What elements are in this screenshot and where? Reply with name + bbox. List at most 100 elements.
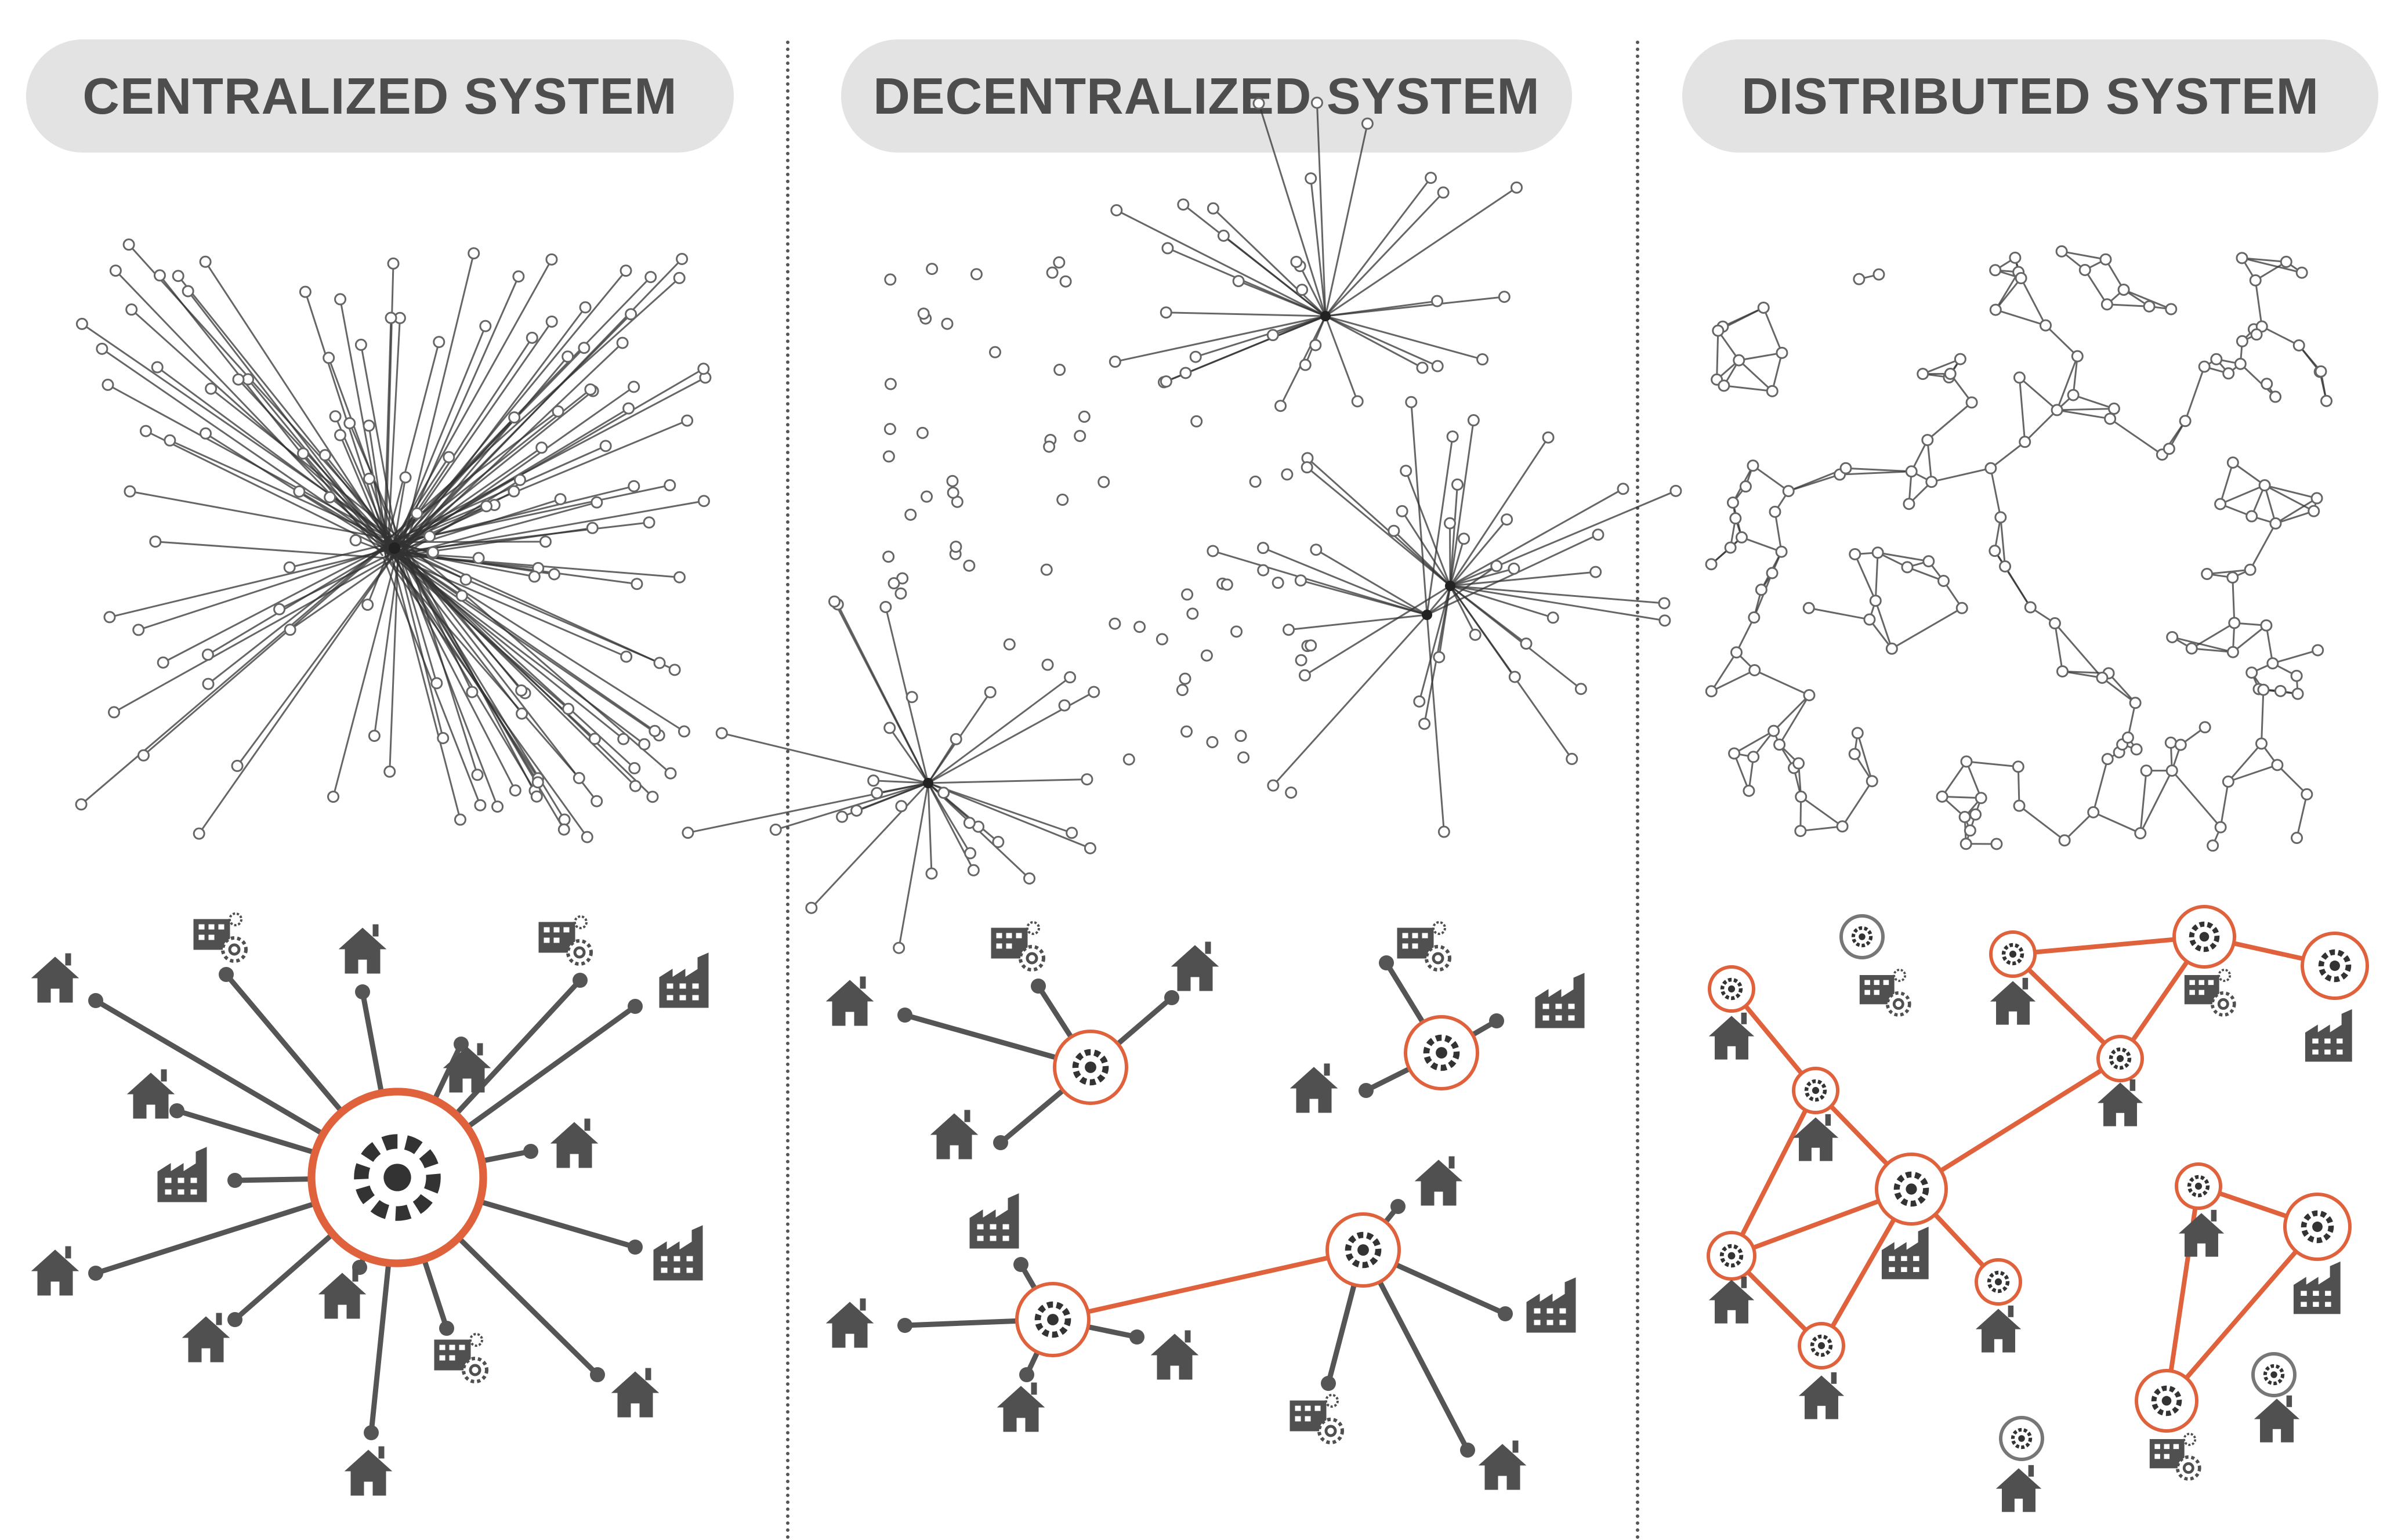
network-link (394, 556, 627, 658)
network-link (1325, 296, 1505, 317)
network-link (889, 727, 929, 784)
network-node (1954, 353, 1966, 365)
network-node (554, 493, 567, 506)
network-link (2276, 764, 2308, 795)
network-link (2261, 690, 2265, 744)
network-node (1220, 578, 1233, 591)
network-node (1267, 779, 1280, 792)
network-node (545, 253, 558, 266)
network-node (2100, 298, 2113, 311)
network-link (1324, 316, 1359, 402)
network-node (164, 434, 176, 447)
network-node (1305, 639, 1317, 652)
network-link (389, 542, 523, 715)
network-node (2198, 360, 2211, 373)
network-node (1207, 202, 1219, 215)
network-link (1741, 537, 1782, 553)
network-node (2320, 394, 2333, 407)
network-node (697, 363, 710, 375)
network-node (2260, 619, 2273, 632)
network-node (1310, 543, 1323, 556)
network-link (1942, 795, 1982, 799)
network-node (628, 480, 640, 492)
network-link (157, 366, 394, 542)
network-link (384, 277, 680, 543)
link-end (1321, 1376, 1336, 1391)
network-node (653, 657, 666, 669)
network-link (2184, 366, 2205, 422)
hub-core (1085, 1061, 1096, 1073)
hub-core (2009, 950, 2017, 958)
network-node (515, 684, 528, 697)
network-node (2012, 760, 2024, 773)
network-node (1960, 755, 1973, 768)
link-end (993, 1135, 1008, 1150)
network-node (2245, 510, 2258, 523)
link-end (1359, 1083, 1374, 1098)
network-node (2226, 646, 2239, 658)
link-end (1460, 1443, 1475, 1458)
house-icon (31, 953, 79, 1003)
network-link (1926, 440, 1933, 482)
link-end (1390, 1199, 1406, 1214)
cluster-hub (1422, 610, 1432, 620)
network-node (1256, 542, 1269, 555)
network-node (988, 346, 1001, 358)
divider-right (1636, 41, 1639, 1540)
factory-icon (1526, 1277, 1576, 1333)
network-node (1735, 531, 1748, 543)
network-node (1792, 757, 1805, 770)
network-node (1179, 367, 1192, 379)
network-node (1490, 560, 1503, 572)
network-node (1003, 638, 1016, 651)
network-link (2219, 781, 2229, 828)
network-node (1469, 628, 1482, 641)
network-link (2064, 811, 2094, 841)
network-node (108, 706, 121, 719)
network-node (599, 440, 612, 452)
network-link (2024, 409, 2058, 443)
network-node (1803, 689, 1816, 701)
network-link (2092, 759, 2109, 813)
network-node (2121, 731, 2134, 744)
network-link (2102, 677, 2136, 704)
network-node (103, 611, 116, 624)
network-link (1258, 103, 1327, 317)
network-link (1310, 178, 1327, 317)
network-node (894, 587, 907, 600)
network-node (2104, 412, 2117, 425)
house-icon (1990, 977, 2035, 1025)
network-node (1964, 824, 1976, 837)
network-link (397, 552, 655, 732)
network-node (2051, 404, 2063, 416)
network-node (2134, 827, 2147, 840)
network-node (202, 677, 215, 690)
network-node (628, 381, 640, 393)
network-node (984, 686, 997, 698)
network-node (2291, 832, 2303, 845)
network-node (334, 293, 347, 306)
network-node (805, 901, 818, 914)
network-node (363, 419, 375, 432)
network-link (1994, 271, 2019, 310)
link-end (88, 1266, 103, 1281)
network-node (1053, 256, 1066, 269)
network-link (115, 270, 386, 552)
network-link (1779, 694, 1810, 745)
network-node (324, 491, 336, 503)
network-node (2117, 283, 2130, 296)
network-node (2143, 300, 2156, 313)
network-node (676, 252, 689, 265)
network-node (1200, 649, 1213, 662)
network-node (2015, 272, 2027, 285)
network-node (1546, 611, 1559, 624)
network-node (318, 449, 331, 462)
hub-link (1051, 1248, 1366, 1322)
network-node (1733, 354, 1745, 367)
network-node (531, 776, 544, 789)
network-node (1161, 242, 1174, 255)
network-node (2164, 736, 2177, 749)
network-link (2249, 523, 2277, 571)
network-node (1041, 658, 1054, 671)
centralized-title: CENTRALIZED SYSTEM (26, 39, 734, 153)
